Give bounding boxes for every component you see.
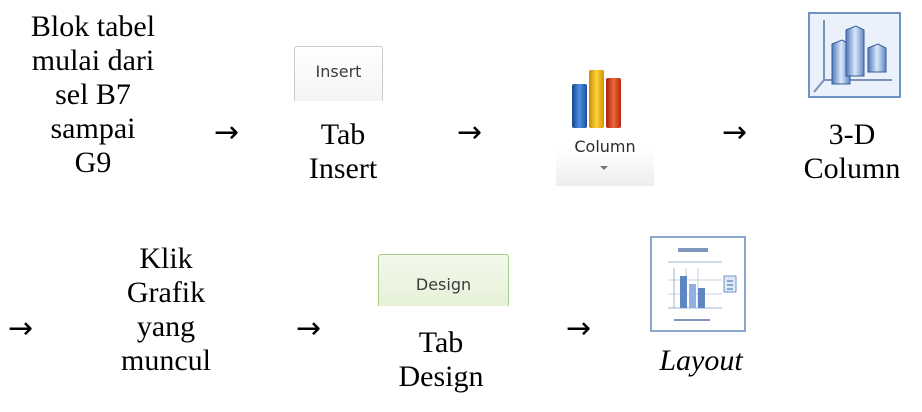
step-4-line-1: 3-D	[828, 118, 876, 151]
3d-column-button[interactable]	[808, 12, 901, 98]
step-2-line-1: Tab	[320, 118, 366, 151]
arrow-right-icon: →	[214, 115, 240, 150]
step-5-text: Klik Grafik yang muncul	[96, 242, 236, 378]
step-5-line-2: Grafik	[126, 276, 206, 309]
step-2-line-2: Insert	[308, 152, 378, 185]
chart-layout-icon	[668, 248, 737, 321]
step-4-line-2: Column	[803, 152, 901, 185]
step-1-line-3: sel B7	[55, 78, 131, 111]
step-5-line-4: muncul	[121, 344, 211, 377]
step-4-caption: 3-D Column	[784, 118, 920, 186]
design-tab-label: Design	[415, 275, 472, 294]
step-7-line-1: Layout	[659, 344, 743, 377]
step-1-line-1: Blok tabel	[30, 10, 156, 43]
step-5-line-3: yang	[136, 310, 196, 343]
insert-tab[interactable]: Insert	[294, 46, 383, 101]
step-1-line-2: mulai dari	[31, 44, 155, 77]
step-6-line-2: Design	[398, 360, 484, 393]
arrow-right-icon: →	[296, 311, 322, 346]
arrow-right-icon: →	[566, 311, 592, 346]
step-6-line-1: Tab	[418, 326, 464, 359]
step-6-caption: Tab Design	[378, 326, 504, 394]
design-tab[interactable]: Design	[378, 254, 509, 306]
3d-column-chart-icon	[813, 20, 892, 93]
column-button-label: Column	[574, 137, 636, 156]
step-5-line-1: Klik	[139, 242, 193, 275]
step-1-line-4: sampai	[50, 112, 136, 145]
column-chart-button[interactable]: Column	[556, 58, 654, 186]
insert-tab-label: Insert	[315, 62, 362, 81]
column-chart-icon	[572, 70, 621, 128]
arrow-right-icon: →	[8, 311, 34, 346]
step-1-text: Blok tabel mulai dari sel B7 sampai G9	[0, 10, 186, 180]
dropdown-caret-icon	[600, 166, 608, 170]
layout-button[interactable]	[650, 236, 746, 332]
arrow-right-icon: →	[722, 115, 748, 150]
arrow-right-icon: →	[457, 115, 483, 150]
step-2-caption: Tab Insert	[290, 118, 396, 186]
step-7-caption: Layout	[636, 344, 766, 378]
step-1-line-5: G9	[74, 146, 112, 179]
